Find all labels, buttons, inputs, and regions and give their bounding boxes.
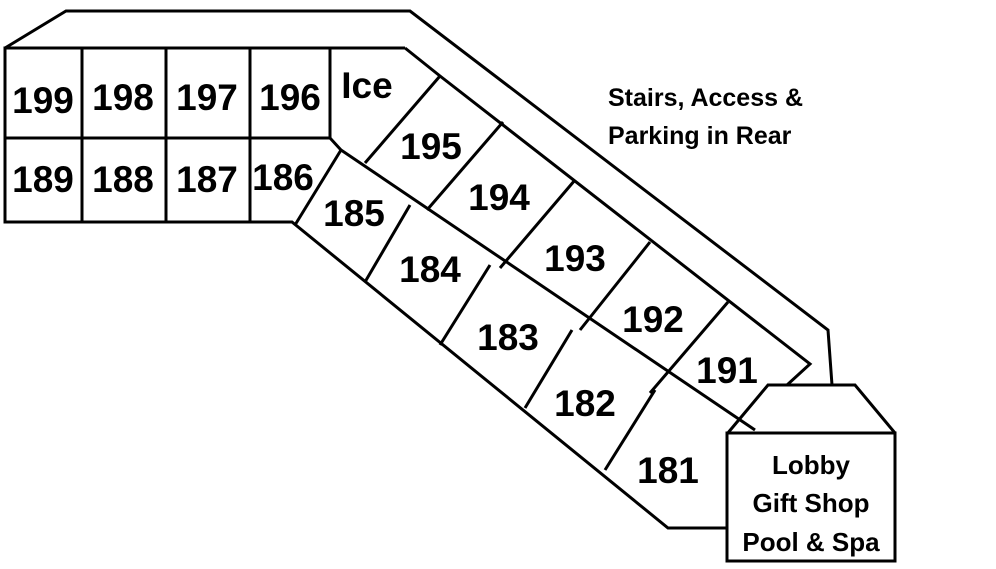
room-188-label: 188 [92,159,154,200]
room-197-label: 197 [176,77,238,118]
room-182-label: 182 [554,383,616,424]
stairs-note-line1: Stairs, Access & [608,84,803,112]
lobby-label: Lobby [772,450,851,480]
room-181-label: 181 [637,450,699,491]
room-187-label: 187 [176,159,238,200]
divider-192-191 [648,301,730,394]
lobby-building [725,431,897,563]
room-186-label: 186 [252,157,314,198]
room-189-label: 189 [12,159,74,200]
room-183-label: 183 [477,317,539,358]
divider-ice-195 [363,75,442,164]
room-195-label: 195 [400,126,462,167]
left-block-frame [3,46,728,530]
divider-185-184 [363,204,412,283]
divider-193-192 [578,241,652,331]
divider-182-181 [603,389,657,471]
divider-194-193 [498,179,577,269]
ice-room-label: Ice [341,65,392,106]
stairs-note-line2: Parking in Rear [608,122,792,150]
pool-spa-label: Pool & Spa [742,527,880,557]
lobby-roof [725,383,897,435]
divider-186-185 [293,149,343,226]
room-185-label: 185 [323,193,385,234]
room-184-label: 184 [399,249,461,290]
room-196-label: 196 [259,77,321,118]
room-192-label: 192 [622,299,684,340]
gift-shop-label: Gift Shop [753,488,870,518]
room-191-label: 191 [696,350,758,391]
divider-195-194 [425,121,505,211]
room-199-label: 199 [12,80,74,121]
inner-corridor-line [328,136,756,432]
room-198-label: 198 [92,77,154,118]
divider-184-183 [438,264,492,346]
divider-183-182 [523,329,574,409]
rear-corridor-outline [4,9,834,386]
room-194-label: 194 [468,177,530,218]
room-193-label: 193 [544,238,606,279]
upper-wing-outline [404,46,813,387]
